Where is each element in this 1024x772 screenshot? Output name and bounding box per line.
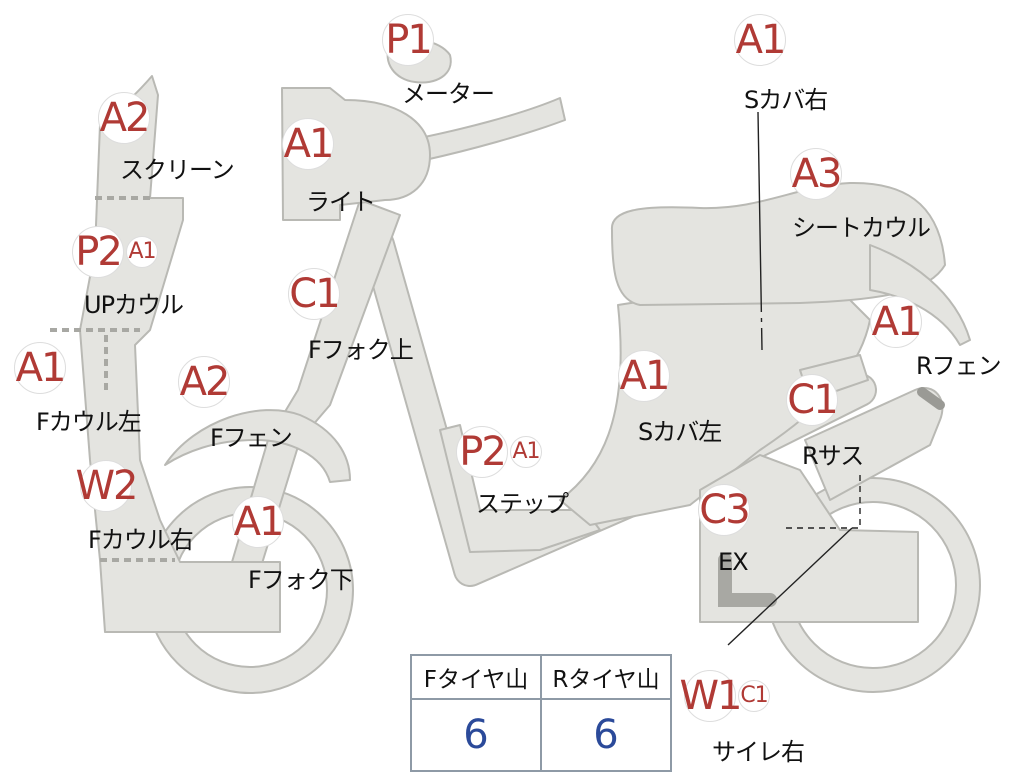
grade-f-cowl-right: W2 [76,460,139,512]
part-label-exhaust: EX [718,548,749,576]
part-label-f-cowl-left: Fカウル左 [36,408,142,436]
engine-shape [699,454,919,623]
part-label-step: ステップ [476,490,569,518]
grade-badge: A1 [14,342,66,394]
grade-meter: P1 [382,14,434,66]
grade-badge: W2 [76,460,139,512]
rear-tire-header: Rタイヤ山 [540,654,672,700]
grade-seat-cowl: A3 [790,148,842,200]
part-label-r-fender: Rフェン [916,352,1002,380]
grade-badge: C3 [698,484,751,536]
part-label-r-suspension: Rサス [802,442,864,470]
tire-tread-header-row: Fタイヤ山 Rタイヤ山 [410,654,672,700]
grade-badge: A1 [870,296,922,348]
grade-badge: P1 [382,14,434,66]
grade-badge-secondary: A1 [510,436,542,468]
part-label-seat-cowl: シートカウル [792,214,931,242]
grade-badge: C1 [288,268,341,320]
grade-badge-secondary: A1 [126,236,158,268]
part-label-screen: スクリーン [120,156,235,184]
tire-tread-table: Fタイヤ山 Rタイヤ山 6 6 [410,654,672,772]
part-label-light: ライト [306,188,376,216]
grade-screen: A2 [98,92,150,144]
handlebar [409,97,566,161]
part-label-up-cowl: UPカウル [84,291,184,319]
part-label-f-fork-lower: Fフォク下 [248,566,354,594]
part-label-s-cover-right: Sカバ右 [744,86,828,114]
leader-r-suspension [785,475,861,529]
leader-muffler [727,527,853,646]
grade-light: A1 [282,118,334,170]
grade-f-fender: A2 [178,356,230,408]
grade-badge: A1 [282,118,334,170]
front-tire-header: Fタイヤ山 [410,654,542,700]
grade-badge: A2 [178,356,230,408]
tire-tread-value-row: 6 6 [410,698,672,772]
grade-f-fork-lower: A1 [232,496,284,548]
seat-shape [610,181,946,306]
grade-badge-secondary: C1 [738,680,770,712]
grade-badge: P2 [456,426,508,478]
grade-r-suspension: C1 [786,374,839,426]
grade-s-cover-left: A1 [618,350,670,402]
grade-f-fork-upper: C1 [288,268,341,320]
grade-r-fender: A1 [870,296,922,348]
front-fender-shape [164,409,351,483]
front-tire-value: 6 [410,698,542,772]
grade-badge: A2 [98,92,150,144]
grade-badge: C1 [786,374,839,426]
part-label-f-fender: Fフェン [210,424,293,452]
part-label-f-fork-upper: Fフォク上 [308,336,414,364]
part-label-muffler-right: サイレ右 [712,738,805,766]
exhaust-pipe [718,553,777,607]
grade-badge: W1 [680,670,743,722]
grade-badge: P2 [72,226,124,278]
grade-badge: A3 [790,148,842,200]
leader-s-cover-right [757,111,763,351]
grade-f-cowl-left: A1 [14,342,66,394]
rear-tire-value: 6 [540,698,672,772]
part-label-f-cowl-right: Fカウル右 [88,526,194,554]
grade-s-cover-right: A1 [734,14,786,66]
part-label-meter: メーター [402,80,495,108]
part-label-s-cover-left: Sカバ左 [638,418,722,446]
grade-badge: A1 [734,14,786,66]
grade-badge: A1 [232,496,284,548]
grade-badge: A1 [618,350,670,402]
grade-exhaust: C3 [698,484,751,536]
